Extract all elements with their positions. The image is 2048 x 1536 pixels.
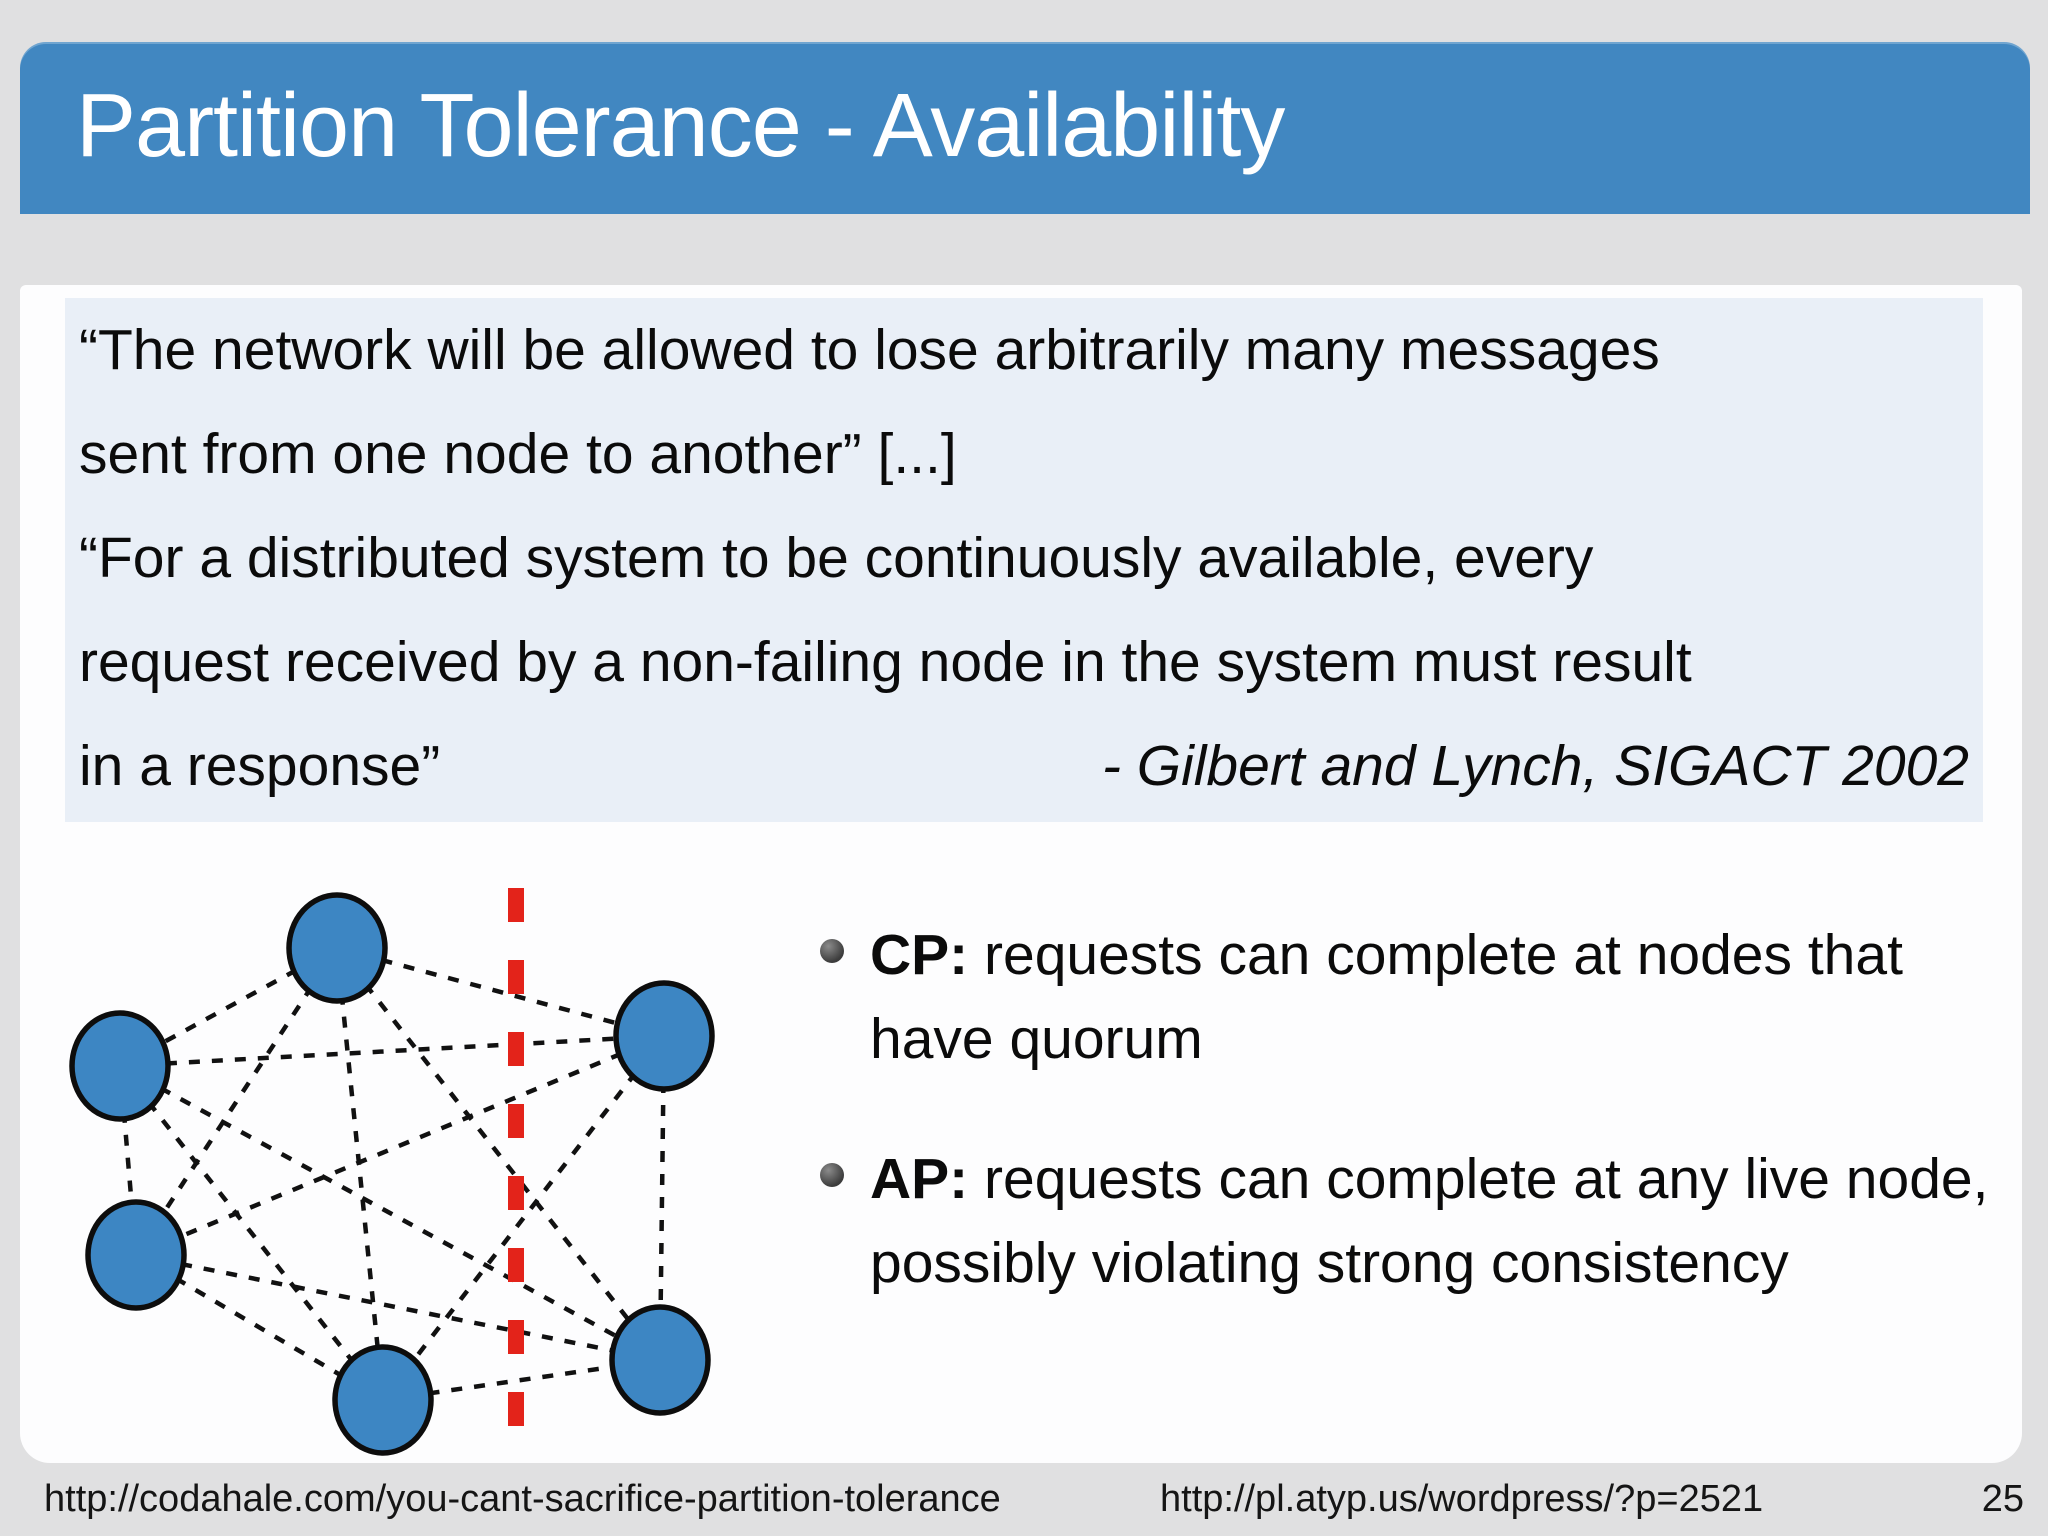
slide-title: Partition Tolerance - Availability xyxy=(76,76,1285,176)
network-edge xyxy=(336,945,665,1039)
bullet-ap-term: AP: xyxy=(870,1147,969,1211)
network-node xyxy=(613,980,715,1092)
network-node xyxy=(69,1010,171,1122)
quote-line: in a response” xyxy=(79,734,441,798)
slide-header: Partition Tolerance - Availability xyxy=(20,42,2030,214)
network-edge xyxy=(118,946,339,1068)
quote-attribution: - Gilbert and Lynch, SIGACT 2002 xyxy=(1101,734,1969,798)
quote-line: “The network will be allowed to lose arb… xyxy=(79,318,1660,382)
quote-line: sent from one node to another” [...] xyxy=(79,422,957,486)
network-edge xyxy=(135,1252,661,1363)
footer-url-right: http://pl.atyp.us/wordpress/?p=2521 xyxy=(1160,1478,1764,1520)
network-edge xyxy=(119,1033,665,1069)
network-node xyxy=(332,1344,434,1456)
network-edge xyxy=(134,946,339,1257)
network-edge xyxy=(135,1033,665,1258)
content-card: “The network will be allowed to lose arb… xyxy=(20,285,2022,1463)
sphere-bullet-icon xyxy=(820,939,844,963)
network-node xyxy=(609,1304,711,1416)
bullet-ap-text: AP: requests can complete at any live no… xyxy=(870,1147,1989,1295)
network-node xyxy=(286,892,388,1004)
bullet-ap: AP: requests can complete at any live no… xyxy=(820,1137,1995,1305)
network-edge xyxy=(335,946,662,1362)
quote-block: “The network will be allowed to lose arb… xyxy=(65,298,1983,822)
footer-url-left: http://codahale.com/you-cant-sacrifice-p… xyxy=(44,1478,1001,1520)
network-edge xyxy=(118,1064,662,1362)
network-edge xyxy=(118,1064,385,1402)
network-diagram xyxy=(69,888,715,1458)
bullet-cp-text: CP: requests can complete at nodes that … xyxy=(870,923,1903,1071)
quote-line: “For a distributed system to be continuo… xyxy=(79,526,1594,590)
bullet-cp: CP: requests can complete at nodes that … xyxy=(820,913,1995,1081)
network-edge xyxy=(334,947,386,1401)
network-node xyxy=(85,1199,187,1311)
page-number: 25 xyxy=(1981,1478,2024,1520)
quote-line: request received by a non-failing node i… xyxy=(79,630,1692,694)
bullet-list: CP: requests can complete at nodes that … xyxy=(820,913,1995,1305)
network-edge xyxy=(381,1034,666,1402)
bullet-cp-term: CP: xyxy=(870,923,969,987)
sphere-bullet-icon xyxy=(820,1163,844,1187)
quote-last-row: in a response” - Gilbert and Lynch, SIGA… xyxy=(65,714,1983,818)
